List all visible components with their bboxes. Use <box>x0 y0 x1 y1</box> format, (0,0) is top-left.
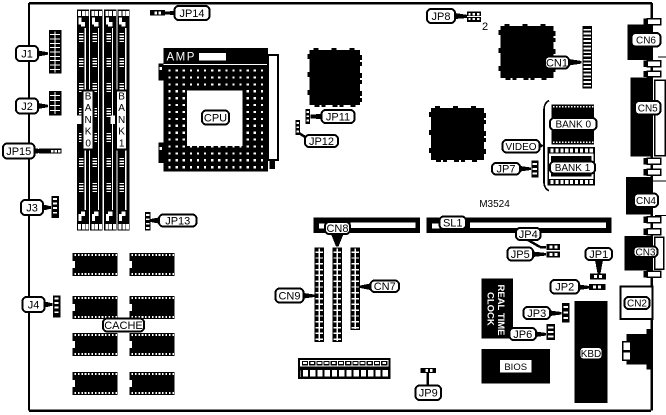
svg-text:REAL TIME: REAL TIME <box>495 285 506 336</box>
svg-text:JP15: JP15 <box>6 146 31 158</box>
svg-text:KBD: KBD <box>581 349 602 360</box>
svg-text:JP1: JP1 <box>589 249 608 261</box>
svg-text:SL1: SL1 <box>443 218 463 230</box>
svg-text:CN4: CN4 <box>636 196 656 207</box>
svg-text:J4: J4 <box>28 299 40 311</box>
svg-text:N: N <box>84 115 91 126</box>
svg-text:CACHE: CACHE <box>104 320 143 332</box>
svg-text:CPU: CPU <box>204 112 227 124</box>
svg-text:CN9: CN9 <box>278 290 300 302</box>
svg-text:JP8: JP8 <box>432 11 451 23</box>
svg-text:K: K <box>118 127 125 138</box>
svg-text:CN3: CN3 <box>635 247 655 258</box>
svg-text:JP13: JP13 <box>165 215 190 227</box>
svg-text:J3: J3 <box>26 202 38 214</box>
svg-text:CN5: CN5 <box>638 103 658 114</box>
svg-text:JP12: JP12 <box>309 136 334 148</box>
svg-text:J1: J1 <box>21 48 33 60</box>
svg-text:A: A <box>118 103 125 114</box>
svg-text:B: B <box>85 92 92 103</box>
svg-text:AMP: AMP <box>167 52 196 64</box>
svg-text:BANK 1: BANK 1 <box>555 163 591 174</box>
svg-text:1: 1 <box>119 138 125 149</box>
svg-text:CN6: CN6 <box>636 35 656 46</box>
svg-text:K: K <box>85 127 92 138</box>
svg-text:CLOCK: CLOCK <box>485 292 496 326</box>
svg-text:CN8: CN8 <box>326 223 348 235</box>
svg-text:BANK 0: BANK 0 <box>555 120 591 131</box>
svg-text:0: 0 <box>85 138 91 149</box>
svg-text:JP4: JP4 <box>519 229 538 241</box>
svg-text:JP9: JP9 <box>419 388 438 400</box>
svg-text:A: A <box>85 103 92 114</box>
svg-text:CN1: CN1 <box>546 57 568 69</box>
svg-text:B: B <box>118 92 125 103</box>
svg-text:JP3: JP3 <box>527 308 546 320</box>
svg-text:M3524: M3524 <box>479 199 510 210</box>
svg-text:CN2: CN2 <box>627 299 647 310</box>
svg-text:JP5: JP5 <box>511 249 530 261</box>
svg-text:VIDEO: VIDEO <box>505 142 536 153</box>
svg-text:J2: J2 <box>21 101 33 113</box>
svg-text:JP14: JP14 <box>179 8 204 20</box>
svg-text:N: N <box>118 115 125 126</box>
svg-text:JP11: JP11 <box>326 111 350 123</box>
svg-text:CN7: CN7 <box>374 281 396 293</box>
svg-text:JP6: JP6 <box>513 329 532 341</box>
svg-text:2: 2 <box>482 21 488 33</box>
svg-text:BIOS: BIOS <box>504 362 527 373</box>
svg-text:JP7: JP7 <box>497 164 516 176</box>
svg-text:JP2: JP2 <box>555 282 574 294</box>
